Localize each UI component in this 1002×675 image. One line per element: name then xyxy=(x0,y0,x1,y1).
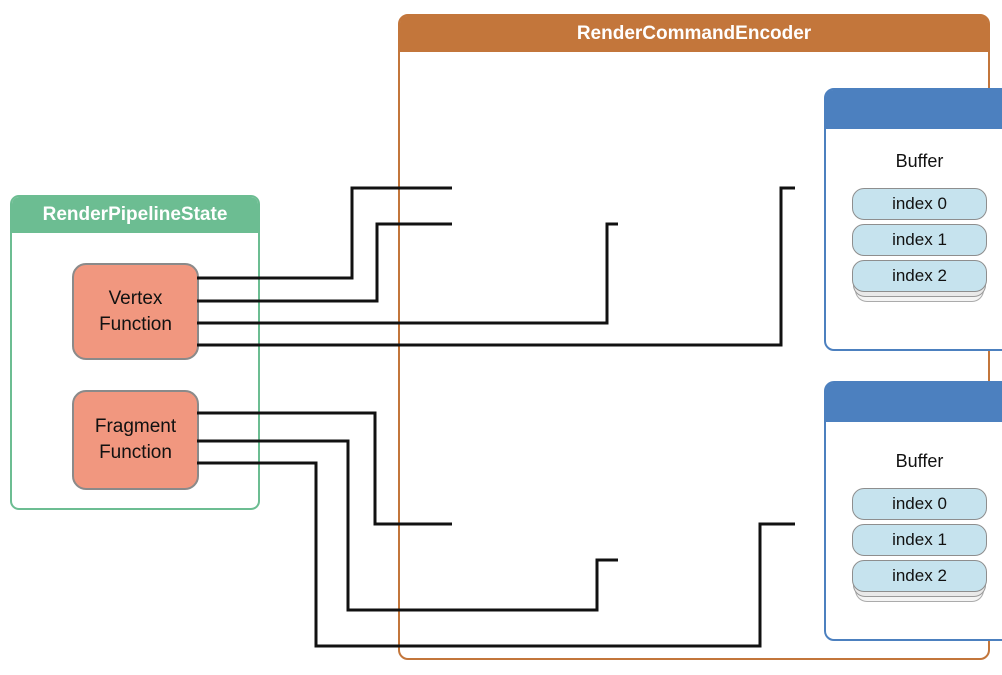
table2-buffer-index1: index 1 xyxy=(852,524,987,556)
vertex-function-label-line1: Vertex xyxy=(108,287,163,309)
render-pipeline-state-title: RenderPipelineState xyxy=(12,197,258,233)
column-header-buffer: Buffer xyxy=(895,451,944,471)
column-header-buffer: Buffer xyxy=(895,151,944,171)
table1-buffer-column: Buffer index 0 index 1 index 2 xyxy=(852,148,987,302)
vertex-function-box: Vertex Function xyxy=(72,263,199,360)
argument-table-1-title: Argument Tables xyxy=(826,90,1002,129)
argument-table-1: Argument Tables Buffer index 0 index 1 i… xyxy=(824,88,1002,351)
table1-buffer-index0: index 0 xyxy=(852,188,987,220)
vertex-function-label-line2: Function xyxy=(99,313,172,335)
table2-buffer-index0: index 0 xyxy=(852,488,987,520)
table1-buffer-index1: index 1 xyxy=(852,224,987,256)
render-command-encoder-box: RenderCommandEncoder Argument Tables Buf… xyxy=(398,14,1002,660)
fragment-function-box: Fragment Function xyxy=(72,390,199,490)
table2-buffer-index2: index 2 xyxy=(852,560,987,592)
render-command-encoder-title: RenderCommandEncoder xyxy=(400,16,988,52)
argument-table-2-title: Argument Tables xyxy=(826,383,1002,422)
table2-buffer-column: Buffer index 0 index 1 index 2 xyxy=(852,448,987,602)
render-pipeline-state-box: RenderPipelineState Vertex Function Frag… xyxy=(10,195,260,510)
fragment-function-label-line2: Function xyxy=(99,442,172,463)
fragment-function-label-line1: Fragment xyxy=(94,416,177,437)
table1-buffer-index2: index 2 xyxy=(852,260,987,292)
argument-table-2: Argument Tables Buffer index 0 index 1 i… xyxy=(824,381,1002,641)
